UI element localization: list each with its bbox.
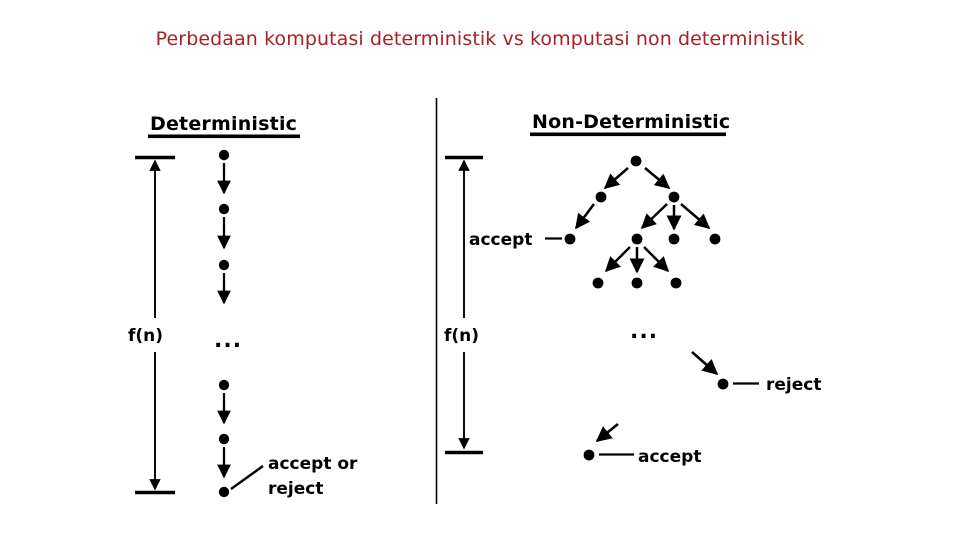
computation-node: [218, 379, 230, 391]
deterministic-fn-label: f(n): [128, 326, 163, 346]
nondeterministic-heading: Non-Deterministic: [532, 111, 730, 133]
deterministic-panel: Deterministic f(n) ...: [128, 113, 358, 499]
nondeterministic-accept-branch-label: accept: [469, 230, 532, 250]
computation-node: [218, 203, 230, 215]
deterministic-heading: Deterministic: [150, 113, 297, 135]
deterministic-chain-upper: [217, 149, 231, 305]
computation-node: [218, 259, 230, 271]
nondeterministic-computation-tree: [564, 155, 721, 289]
tree-branch-arrow: [603, 167, 629, 189]
tree-node: [592, 277, 604, 289]
tree-node: [709, 233, 721, 245]
terminal-node-reject: [717, 378, 729, 390]
deterministic-fn-measure: f(n): [128, 155, 175, 495]
reject-outcome-group: reject: [691, 351, 821, 395]
nondeterministic-fn-measure: f(n): [444, 155, 483, 455]
deterministic-outcome-line1: accept or: [268, 454, 358, 474]
tree-branch-arrow: [643, 246, 670, 273]
computation-node: [218, 149, 230, 161]
tree-branch-arrow: [640, 203, 668, 230]
tree-node: [668, 233, 680, 245]
tree-node: [670, 277, 682, 289]
page-title: Perbedaan komputasi deterministik vs kom…: [155, 28, 805, 50]
nondeterministic-ellipsis: ...: [630, 319, 658, 344]
tree-root-node: [630, 155, 642, 167]
nondeterministic-reject-label: reject: [766, 375, 821, 395]
computation-node: [218, 433, 230, 445]
deterministic-chain-lower: [217, 379, 231, 498]
tree-branch-arrow: [595, 422, 619, 443]
tree-branch-arrow: [680, 203, 711, 229]
outcome-leader-line: [230, 465, 264, 490]
tree-branch-arrow: [691, 351, 719, 376]
tree-branch-arrow: [644, 167, 671, 189]
deterministic-outcome-line2: reject: [268, 479, 323, 499]
nondeterministic-panel: Non-Deterministic f(n): [444, 111, 821, 467]
tree-node: [595, 191, 607, 203]
terminal-node: [218, 486, 230, 498]
deterministic-ellipsis: ...: [214, 328, 242, 353]
deterministic-heading-underline: [148, 134, 300, 139]
tree-node: [668, 191, 680, 203]
tree-branch-arrow: [604, 246, 631, 273]
nondeterministic-heading-underline: [530, 132, 726, 137]
tree-node: [631, 277, 643, 289]
terminal-node-accept: [583, 449, 595, 461]
nondeterministic-accept-label: accept: [638, 447, 701, 467]
nondeterministic-fn-label: f(n): [444, 326, 479, 346]
tree-branch-arrow: [575, 203, 595, 230]
tree-node: [631, 233, 643, 245]
accept-outcome-group: accept: [583, 422, 701, 467]
tree-node-accept: [564, 233, 576, 245]
